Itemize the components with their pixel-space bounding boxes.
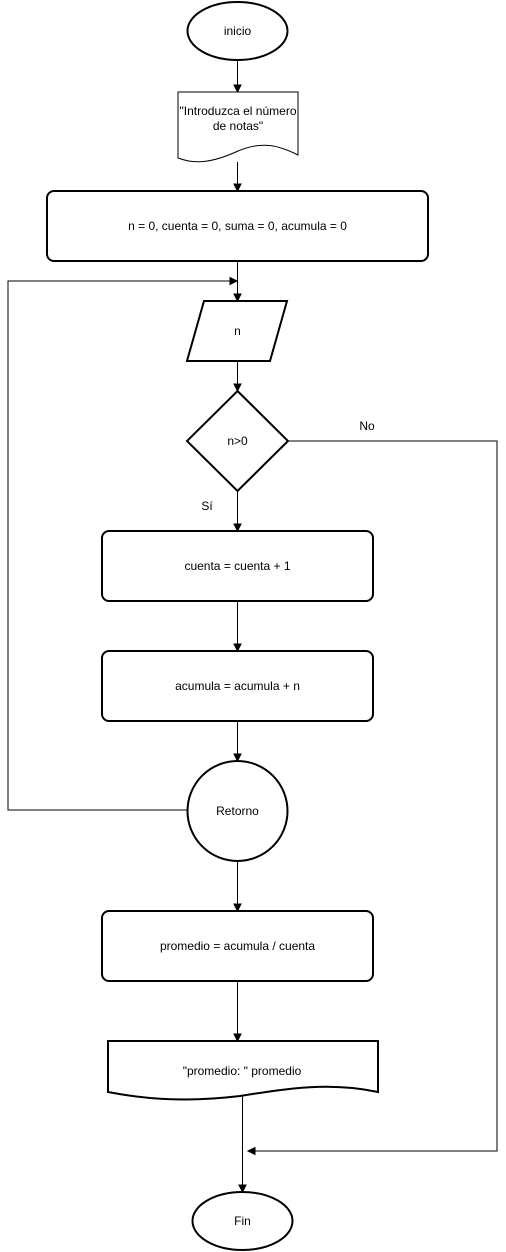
decision-diamond-shape (185, 389, 290, 493)
edge-return-loop (7, 280, 231, 811)
arrowhead-return-loop (229, 276, 239, 286)
accumulate-process-node: acumula = acumula + n (101, 650, 374, 722)
no-branch-label: No (359, 419, 375, 433)
arrowhead-prompt-to-init (233, 183, 242, 193)
arrowhead-decision-no-branch (246, 1146, 256, 1156)
init-label: n = 0, cuenta = 0, suma = 0, acumula = 0 (128, 219, 347, 233)
input-node: n (185, 300, 289, 362)
average-process-shape (101, 910, 374, 982)
end-terminator-shape (191, 1191, 294, 1251)
prompt-label-line1: "Introduzca el número (180, 104, 297, 118)
return-label: Retorno (216, 804, 259, 818)
yes-branch-label: Sí (201, 499, 213, 513)
arrowhead-init-to-input (233, 293, 242, 303)
output-document-shape (107, 1040, 379, 1101)
accumulate-label: acumula = acumula + n (175, 679, 300, 693)
end-label: Fin (234, 1214, 251, 1228)
arrowhead-return-to-average (233, 903, 242, 913)
arrowhead-decision-to-count (233, 523, 242, 533)
arrowhead-count-to-accumulate (233, 643, 242, 653)
arrowhead-average-to-output (233, 1033, 242, 1043)
input-parallelogram-shape (185, 300, 289, 362)
decision-label: n>0 (227, 434, 248, 448)
arrowhead-output-to-end (238, 1184, 247, 1194)
output-label: "promedio: " promedio (183, 1064, 302, 1078)
average-label: promedio = acumula / cuenta (160, 939, 315, 953)
return-connector-shape (186, 760, 289, 862)
init-process-node: n = 0, cuenta = 0, suma = 0, acumula = 0 (46, 190, 429, 262)
arrowhead-start-to-prompt (233, 84, 242, 94)
end-node: Fin (191, 1191, 294, 1251)
output-document-node: "promedio: " promedio (107, 1040, 379, 1101)
edges (7, 61, 498, 1194)
arrowhead-input-to-decision (233, 383, 242, 393)
count-process-node: cuenta = cuenta + 1 (101, 530, 374, 602)
edge-decision-no-branch (254, 440, 498, 1152)
init-process-shape (46, 190, 429, 262)
prompt-document-node: "Introduzca el número de notas" (177, 91, 299, 163)
start-terminator-shape (186, 1, 289, 61)
return-connector-node: Retorno (186, 760, 289, 862)
accumulate-process-shape (101, 650, 374, 722)
decision-node: n>0 (185, 389, 290, 493)
average-process-node: promedio = acumula / cuenta (101, 910, 374, 982)
start-label: inicio (224, 24, 252, 38)
arrowhead-accumulate-to-return (233, 753, 242, 763)
count-process-shape (101, 530, 374, 602)
prompt-label-line2: de notas" (213, 119, 263, 133)
prompt-document-shape (177, 91, 299, 163)
input-label: n (234, 324, 241, 338)
start-node: inicio (186, 1, 289, 61)
count-label: cuenta = cuenta + 1 (184, 559, 290, 573)
